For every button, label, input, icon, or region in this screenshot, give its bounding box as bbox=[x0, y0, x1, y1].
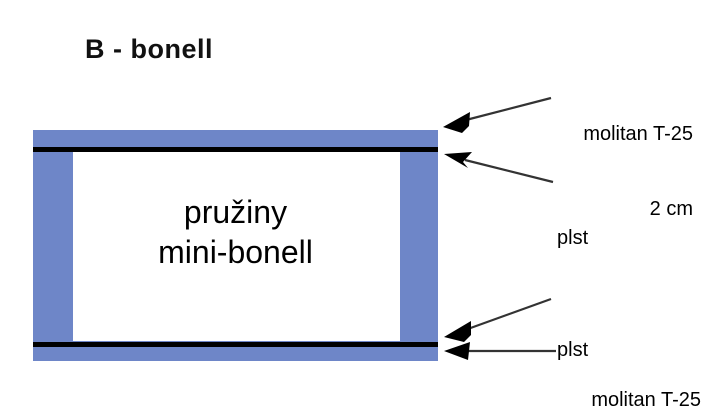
callout-molitan-top: molitan T-25 2 cm bbox=[555, 72, 693, 272]
callout-molitan-top-line-2: 2 cm bbox=[649, 198, 693, 220]
callout-molitan-top-line-1: molitan T-25 bbox=[583, 123, 693, 145]
core-label-line-2: mini-bonell bbox=[158, 234, 313, 270]
callout-plst-top-line-1: plst bbox=[557, 227, 589, 249]
callout-molitan-bottom-line-1: molitan T-25 bbox=[591, 389, 701, 409]
leader-arrow-plst-bottom bbox=[444, 297, 552, 342]
mattress-cross-section: pružiny mini-bonell bbox=[33, 130, 438, 361]
callout-plst-bottom: plst bbox=[557, 288, 588, 409]
leader-arrow-molitan-top bbox=[443, 96, 552, 133]
core-label: pružiny mini-bonell bbox=[33, 192, 438, 272]
callout-plst-bottom-line-1: plst bbox=[557, 339, 589, 361]
callout-plst-top: plst bbox=[557, 176, 588, 301]
callout-molitan-bottom: molitan T-25 2 cm bbox=[561, 338, 701, 409]
leader-arrow-plst-top bbox=[444, 152, 554, 184]
felt-layer-top bbox=[33, 147, 438, 152]
spring-core-area bbox=[73, 152, 400, 341]
leader-arrow-molitan-bottom bbox=[444, 342, 556, 360]
diagram-title: B - bonell bbox=[85, 34, 213, 64]
felt-layer-bottom bbox=[33, 342, 438, 347]
core-label-line-1: pružiny bbox=[183, 194, 288, 230]
